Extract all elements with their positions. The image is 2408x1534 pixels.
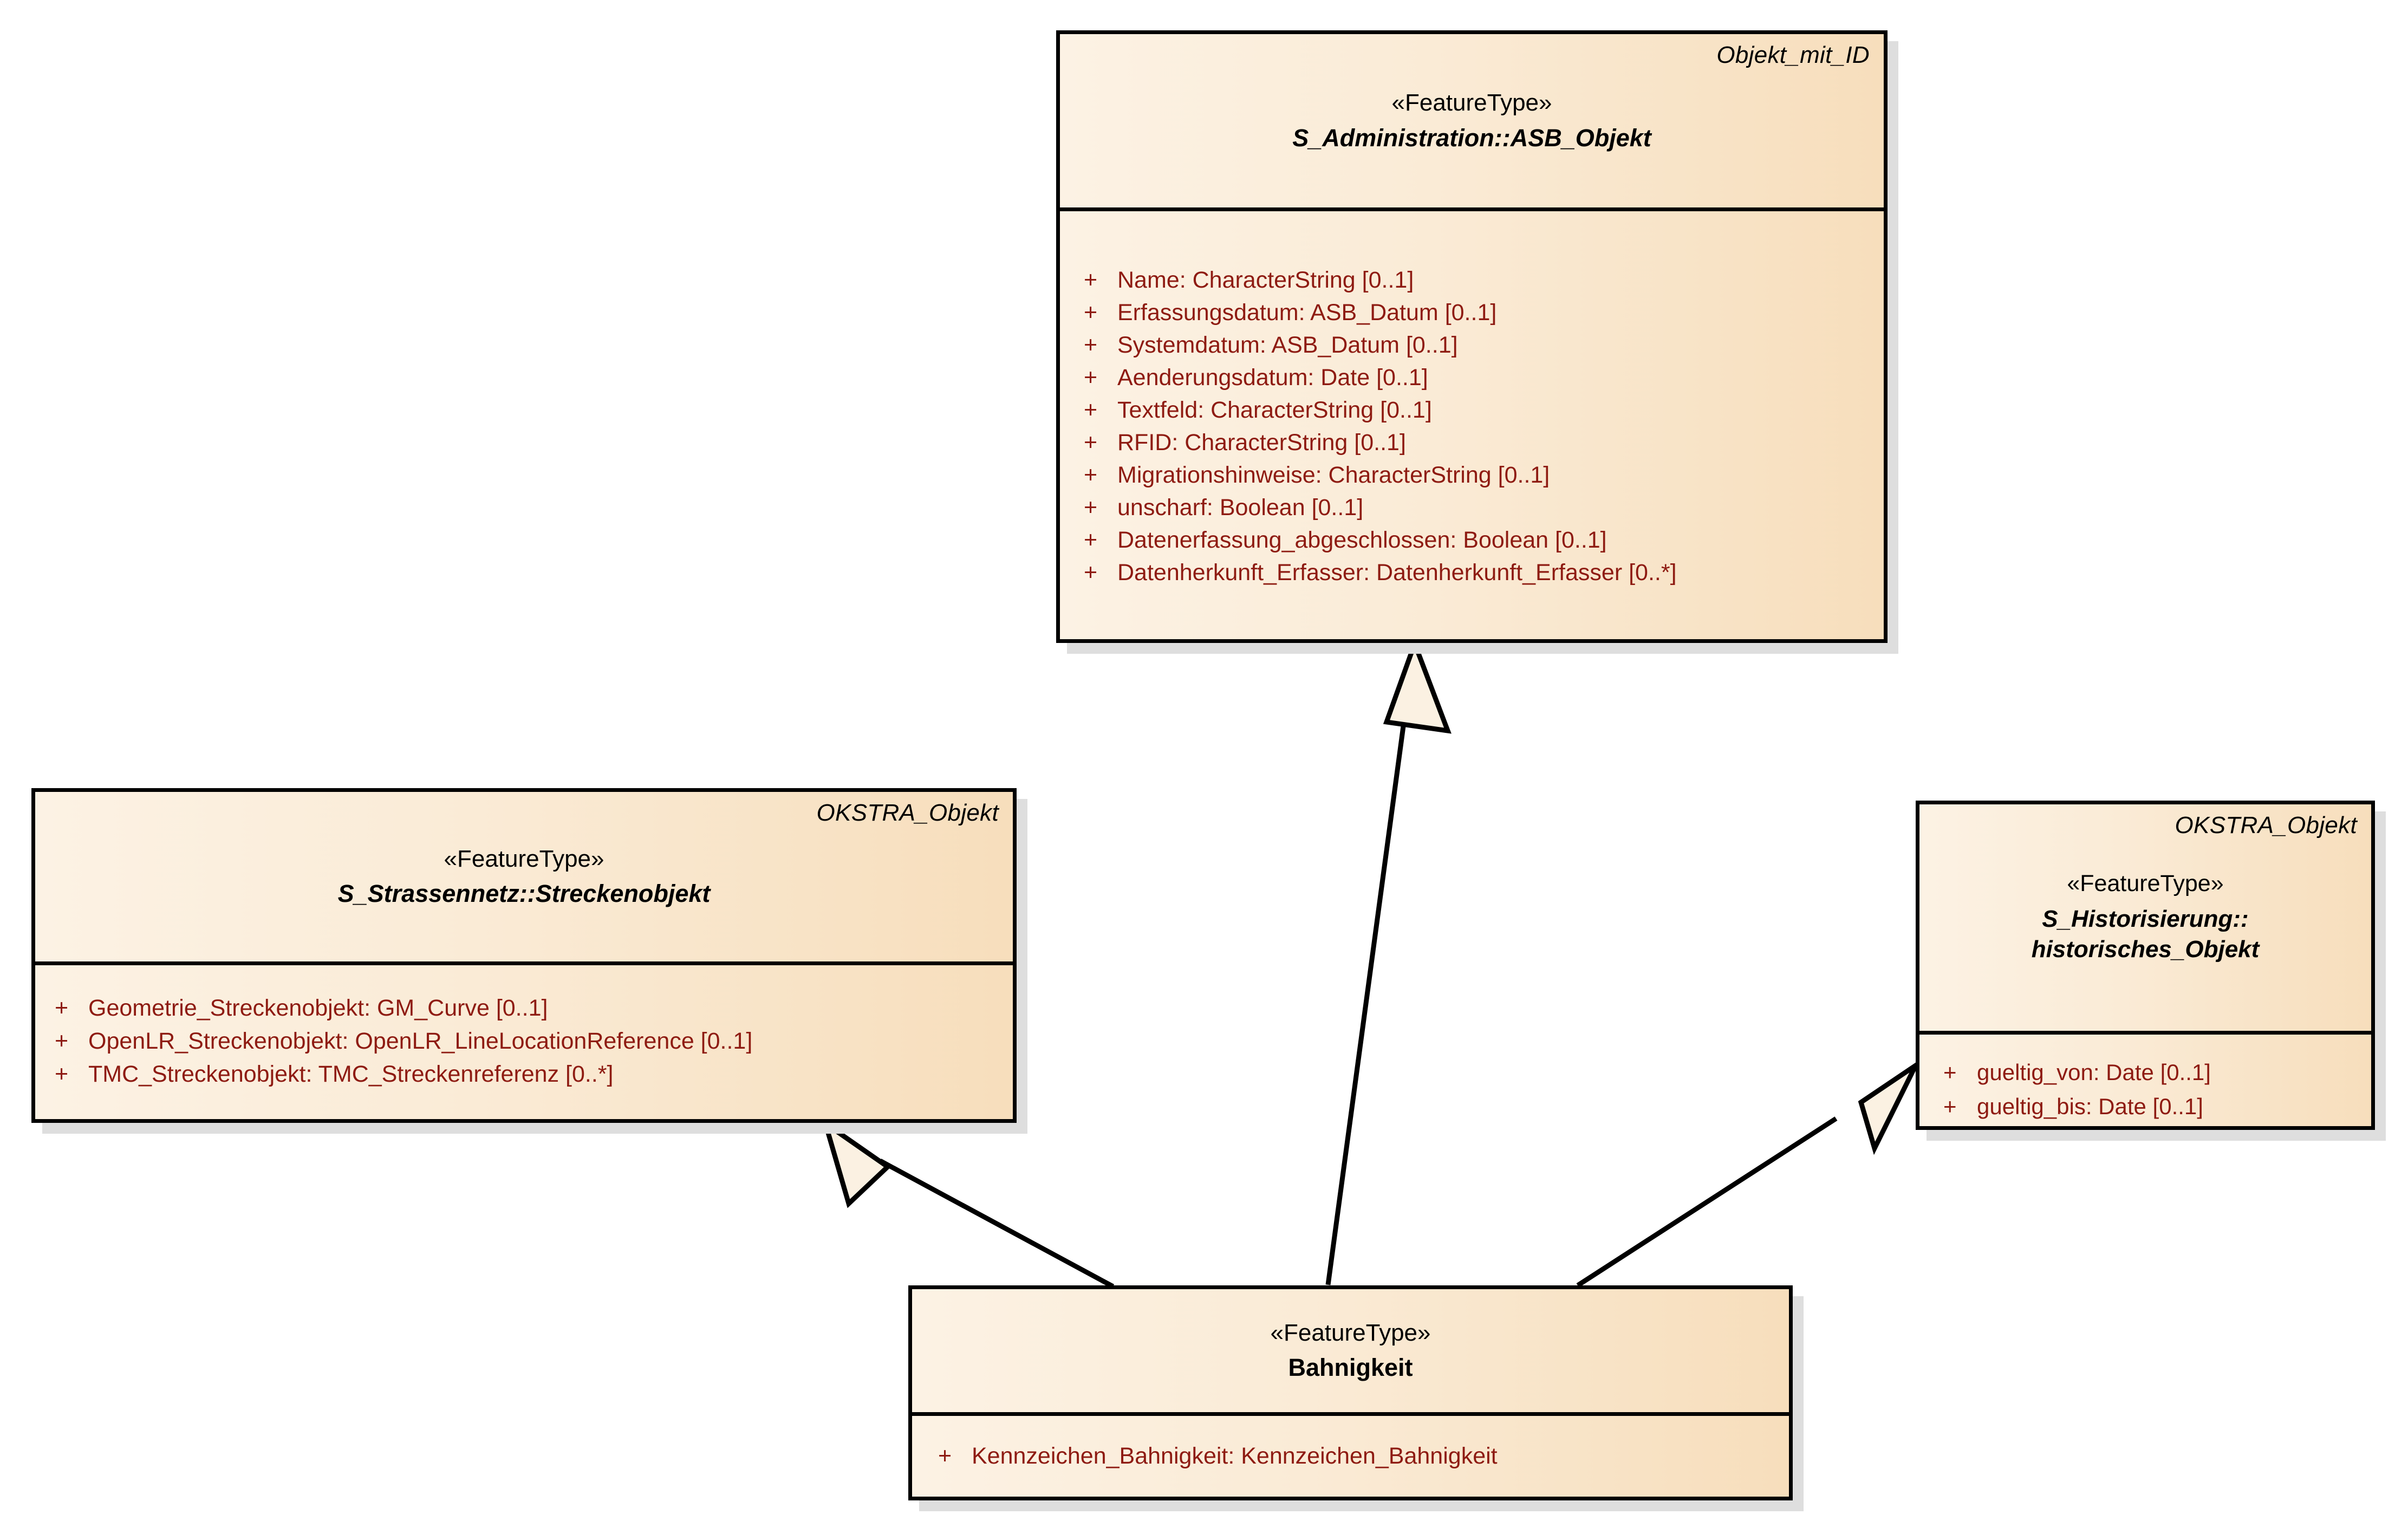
attribute-row[interactable]: + Erfassungsdatum: ASB_Datum [0..1] [1084,301,1884,324]
attribute-row[interactable]: + Geometrie_Streckenobjekt: GM_Curve [0.… [55,994,1013,1021]
attribute-text: Systemdatum: ASB_Datum [0..1] [1117,332,1458,358]
attribute-text: Datenherkunft_Erfasser: Datenherkunft_Er… [1117,559,1677,586]
attribute-row[interactable]: + Systemdatum: ASB_Datum [0..1] [1084,332,1884,358]
attribute-text: Erfassungsdatum: ASB_Datum [0..1] [1117,299,1497,326]
attribute-compartment-streckenobjekt: + Geometrie_Streckenobjekt: GM_Curve [0.… [35,961,1013,1119]
stereotype-label: «FeatureType» [1391,89,1552,116]
attribute-text: Aenderungsdatum: Date [0..1] [1117,364,1428,391]
attribute-list: + Geometrie_Streckenobjekt: GM_Curve [0.… [55,987,1013,1096]
visibility-marker: + [938,1443,952,1469]
attribute-list: + Name: CharacterString [0..1] + Erfassu… [1084,259,1884,594]
generalization-bahnigkeit-to-asb-objekt[interactable] [1325,636,1452,1285]
class-box-streckenobjekt[interactable]: OKSTRA_Objekt «FeatureType» S_Strassenne… [31,788,1017,1123]
attribute-row[interactable]: + gueltig_bis: Date [0..1] [1943,1095,2371,1118]
package-label: OKSTRA_Objekt [2175,812,2357,838]
visibility-marker: + [1084,299,1098,326]
attribute-text: unscharf: Boolean [0..1] [1117,494,1364,521]
generalization-bahnigkeit-to-streckenobjekt[interactable] [821,1117,1115,1289]
class-header-asb-objekt: Objekt_mit_ID «FeatureType» S_Administra… [1060,34,1884,207]
attribute-compartment-asb-objekt: + Name: CharacterString [0..1] + Erfassu… [1060,207,1884,639]
class-box-hist-objekt[interactable]: OKSTRA_Objekt «FeatureType» S_Historisie… [1916,801,2375,1130]
visibility-marker: + [1084,364,1098,391]
stereotype-label: «FeatureType» [2067,870,2224,897]
class-name-label: Bahnigkeit [1288,1354,1413,1382]
attribute-text: Kennzeichen_Bahnigkeit: Kennzeichen_Bahn… [972,1443,1498,1469]
attribute-row[interactable]: + Aenderungsdatum: Date [0..1] [1084,366,1884,389]
attribute-row[interactable]: + Datenherkunft_Erfasser: Datenherkunft_… [1084,561,1884,584]
visibility-marker: + [55,1028,69,1054]
attribute-text: Name: CharacterString [0..1] [1117,266,1414,293]
attribute-text: Geometrie_Streckenobjekt: GM_Curve [0..1… [88,994,548,1021]
attribute-text: Textfeld: CharacterString [0..1] [1117,396,1432,423]
class-header-bahnigkeit: «FeatureType» Bahnigkeit [912,1289,1789,1412]
visibility-marker: + [1084,429,1098,456]
attribute-list: + Kennzeichen_Bahnigkeit: Kennzeichen_Ba… [938,1445,1789,1468]
package-label: Objekt_mit_ID [1716,42,1870,68]
visibility-marker: + [1943,1060,1957,1085]
attribute-row[interactable]: + OpenLR_Streckenobjekt: OpenLR_LineLoca… [55,1028,1013,1054]
class-box-asb-objekt[interactable]: Objekt_mit_ID «FeatureType» S_Administra… [1056,30,1888,643]
class-name-line-1: S_Historisierung:: [2042,906,2249,933]
generalization-arrowhead [1858,1058,1922,1155]
attribute-text: OpenLR_Streckenobjekt: OpenLR_LineLocati… [88,1028,753,1054]
attribute-row[interactable]: + Datenerfassung_abgeschlossen: Boolean … [1084,526,1884,553]
class-name-label: S_Strassennetz::Streckenobjekt [337,880,711,908]
generalization-bahnigkeit-to-hist-objekt[interactable] [1576,1058,1922,1288]
attribute-row[interactable]: + TMC_Streckenobjekt: TMC_Streckenrefere… [55,1061,1013,1087]
class-name-label: S_Administration::ASB_Objekt [1292,123,1651,152]
attribute-text: Migrationshinweise: CharacterString [0..… [1117,461,1550,488]
class-box-bahnigkeit[interactable]: «FeatureType» Bahnigkeit + Kennzeichen_B… [908,1285,1793,1500]
attribute-row[interactable]: + Kennzeichen_Bahnigkeit: Kennzeichen_Ba… [938,1445,1789,1468]
attribute-row[interactable]: + gueltig_von: Date [0..1] [1943,1061,2371,1084]
visibility-marker: + [1084,559,1098,586]
attribute-text: TMC_Streckenobjekt: TMC_Streckenreferenz… [88,1061,614,1087]
attribute-row[interactable]: + Textfeld: CharacterString [0..1] [1084,396,1884,423]
generalization-arrowhead [1383,636,1452,734]
stereotype-label: «FeatureType» [1270,1319,1431,1346]
attribute-list: + gueltig_von: Date [0..1] + gueltig_bis… [1943,1050,2371,1129]
class-header-streckenobjekt: OKSTRA_Objekt «FeatureType» S_Strassenne… [35,792,1013,961]
generalization-arrowhead [821,1117,892,1208]
attribute-compartment-hist-objekt: + gueltig_von: Date [0..1] + gueltig_bis… [1919,1031,2371,1129]
attribute-row[interactable]: + Migrationshinweise: CharacterString [0… [1084,461,1884,488]
class-header-hist-objekt: OKSTRA_Objekt «FeatureType» S_Historisie… [1919,804,2371,1031]
attribute-compartment-bahnigkeit: + Kennzeichen_Bahnigkeit: Kennzeichen_Ba… [912,1412,1789,1497]
class-name-label: S_Historisierung:: historisches_Objekt [2032,904,2260,965]
attribute-text: Datenerfassung_abgeschlossen: Boolean [0… [1117,526,1607,553]
class-name-line-2: historisches_Objekt [2031,936,2260,963]
attribute-row[interactable]: + Name: CharacterString [0..1] [1084,266,1884,293]
attribute-text: RFID: CharacterString [0..1] [1117,429,1406,456]
stereotype-label: «FeatureType» [444,845,604,872]
package-label: OKSTRA_Objekt [816,800,999,826]
visibility-marker: + [1084,396,1098,423]
visibility-marker: + [1084,332,1098,358]
visibility-marker: + [55,994,69,1021]
attribute-text: gueltig_von: Date [0..1] [1977,1060,2211,1085]
visibility-marker: + [55,1061,69,1087]
visibility-marker: + [1084,494,1098,521]
attribute-text: gueltig_bis: Date [0..1] [1977,1094,2203,1119]
attribute-row[interactable]: + unscharf: Boolean [0..1] [1084,496,1884,519]
visibility-marker: + [1943,1094,1957,1119]
attribute-row[interactable]: + RFID: CharacterString [0..1] [1084,431,1884,454]
visibility-marker: + [1084,266,1098,293]
visibility-marker: + [1084,461,1098,488]
visibility-marker: + [1084,526,1098,553]
